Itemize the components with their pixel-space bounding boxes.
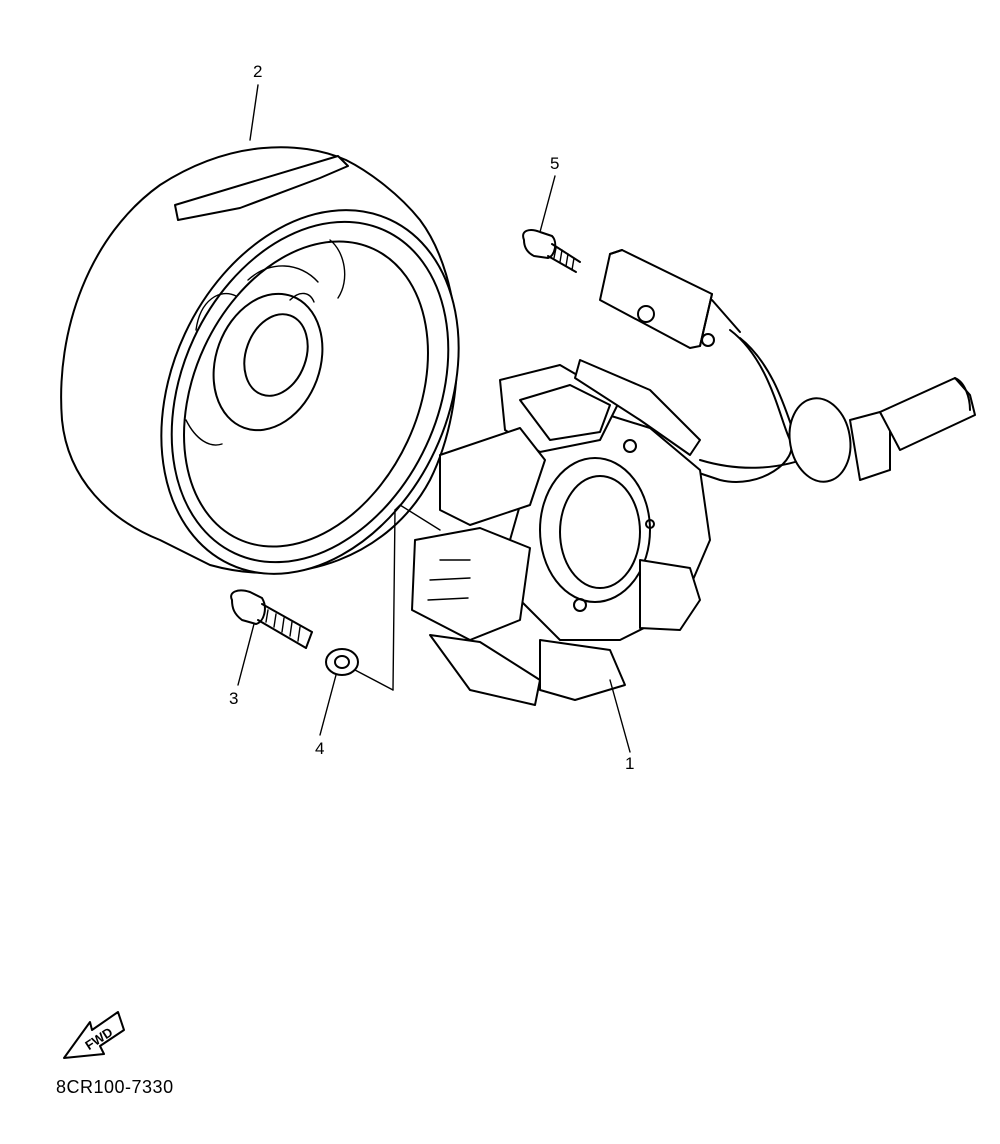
callout-2: 2 (253, 62, 263, 81)
callout-4: 4 (315, 739, 325, 758)
wire-harness (689, 329, 976, 483)
stator-assembly (354, 359, 711, 706)
forward-arrow-icon: FWD (63, 1011, 125, 1059)
rotor-flywheel (60, 146, 460, 575)
callout-3: 3 (229, 689, 239, 708)
pickup-coil (599, 249, 741, 349)
pickup-bolt (522, 229, 581, 273)
leader-lines (237, 84, 631, 753)
callout-1: 1 (625, 754, 635, 773)
diagram-code: 8CR100-7330 (56, 1077, 174, 1097)
callout-5: 5 (550, 154, 560, 173)
rotor-bolt (230, 589, 313, 649)
washer (325, 648, 359, 676)
